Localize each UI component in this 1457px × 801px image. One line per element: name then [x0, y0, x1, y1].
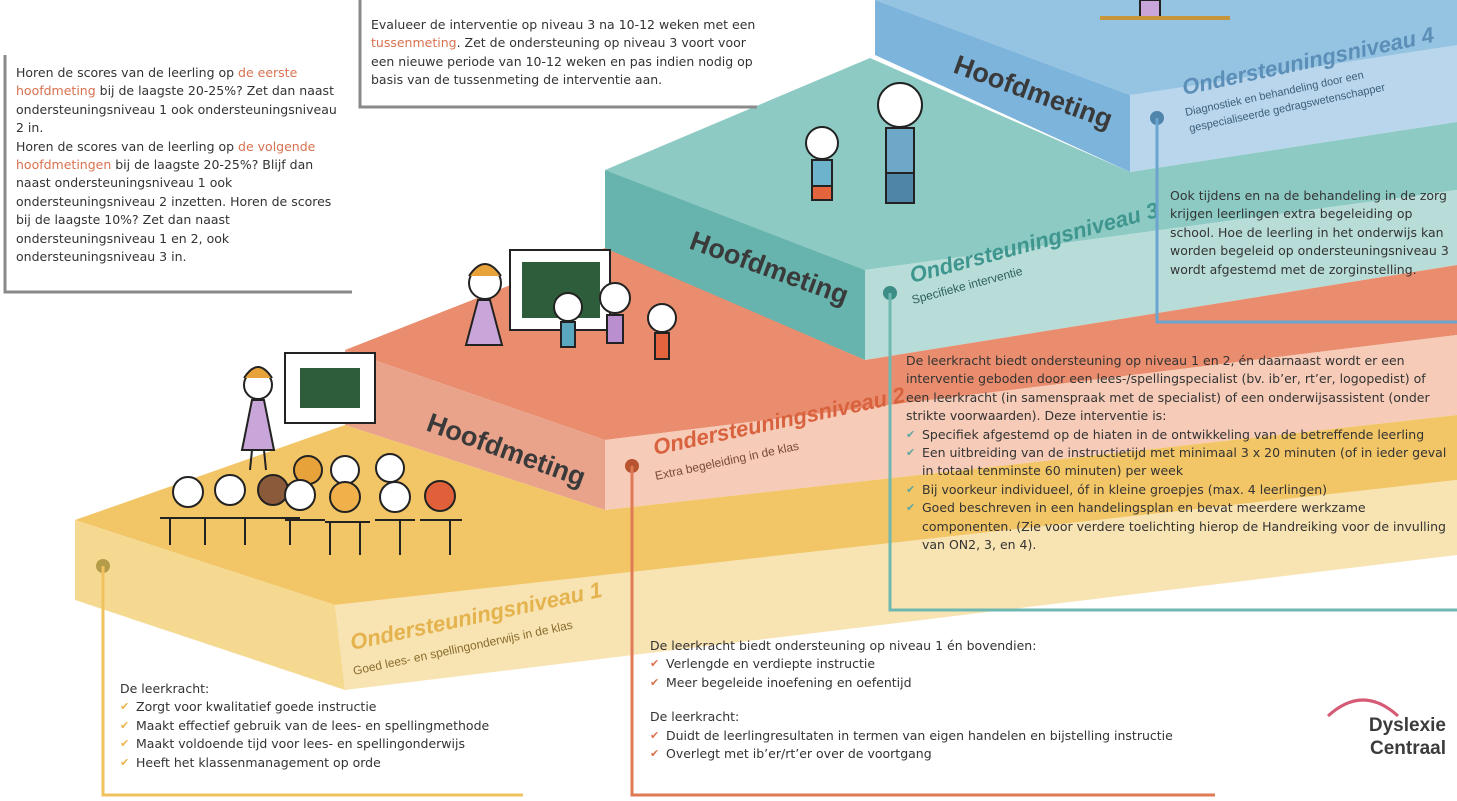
box-left-rule	[3, 55, 352, 294]
level1-intro: De leerkracht:	[120, 681, 210, 696]
box-top-rule	[358, 0, 757, 109]
level2-list2: Duidt de leerlingresultaten in termen va…	[650, 727, 1270, 764]
desks	[160, 517, 462, 555]
box-level2: De leerkracht biedt ondersteuning op niv…	[650, 637, 1270, 764]
box-left-p2: Horen de scores van de leerling op de vo…	[16, 138, 332, 265]
box-left-p1: Horen de scores van de leerling op de ee…	[16, 65, 337, 136]
level2-list: Verlengde en verdiepte instructie Meer b…	[650, 655, 1270, 692]
list-item: Duidt de leerlingresultaten in termen va…	[650, 727, 1270, 746]
level1-connector	[96, 559, 523, 797]
highlight-first-measure: de eerste hoofdmeting	[16, 65, 298, 99]
list-item: Maakt voldoende tijd voor lees- en spell…	[120, 735, 540, 754]
logo-arc-icon	[1326, 698, 1400, 718]
step2-riser-left	[345, 350, 605, 510]
highlight-next-measures: de volgende hoofdmetingen	[16, 138, 316, 173]
list-item: Een uitbreiding van de instructietijd me…	[906, 444, 1451, 481]
small-group-illustration	[464, 249, 677, 360]
step3-riser-left	[605, 170, 865, 360]
level3-intro: De leerkracht biedt ondersteuning op niv…	[906, 353, 1430, 424]
list-item: Heeft het klassenmanagement op orde	[120, 754, 540, 773]
level2-connector	[625, 459, 1215, 797]
level2-intro: De leerkracht biedt ondersteuning op niv…	[650, 638, 1037, 653]
list-item: Verlengde en verdiepte instructie	[650, 655, 1270, 674]
level3-list: Specifiek afgestemd op de hiaten in de o…	[906, 426, 1451, 555]
pupils	[172, 453, 456, 513]
box-top: Evalueer de interventie op niveau 3 na 1…	[371, 17, 756, 88]
logo-line2: Centraal	[1369, 738, 1446, 759]
desk-figure-illustration	[1100, 0, 1230, 20]
list-item: Goed beschreven in een handelingsplan en…	[906, 499, 1451, 554]
list-item: Zorgt voor kwalitatief goede instructie	[120, 698, 540, 717]
list-item: Meer begeleide inoefening en oefentijd	[650, 674, 1270, 693]
list-item: Maakt effectief gebruik van de lees- en …	[120, 717, 540, 736]
level4-connector	[1150, 111, 1457, 324]
list-item: Specifiek afgestemd op de hiaten in de o…	[906, 426, 1451, 445]
box-level1: De leerkracht: Zorgt voor kwalitatief go…	[120, 680, 540, 772]
classroom-illustration	[160, 352, 462, 555]
step2-riser-right	[605, 335, 1457, 510]
step4-riser-left	[875, 0, 1130, 172]
step4-riser-right	[1130, 45, 1457, 172]
step1-riser-left	[75, 520, 345, 690]
level1-list: Zorgt voor kwalitatief goede instructie …	[120, 698, 540, 772]
level3-connector	[883, 286, 1457, 612]
duo-illustration	[805, 82, 923, 204]
level2-intro2: De leerkracht:	[650, 709, 740, 725]
step3-riser-right	[865, 190, 1457, 360]
list-item: Overlegt met ib’er/rt’er over de voortga…	[650, 745, 1270, 764]
highlight-interim-measure: tussenmeting	[371, 35, 457, 51]
box-left: Horen de scores van de leerling op de ee…	[16, 64, 346, 266]
logo: Dyslexie Centraal	[1300, 714, 1446, 760]
step3-top	[605, 58, 1457, 270]
box-level3: De leerkracht biedt ondersteuning op niv…	[906, 352, 1451, 554]
logo-line1: Dyslexie	[1368, 715, 1446, 736]
list-item: Bij voorkeur individueel, óf in kleine g…	[906, 481, 1451, 500]
box-level4: Ook tijdens en na de behandeling in de z…	[1170, 188, 1449, 277]
